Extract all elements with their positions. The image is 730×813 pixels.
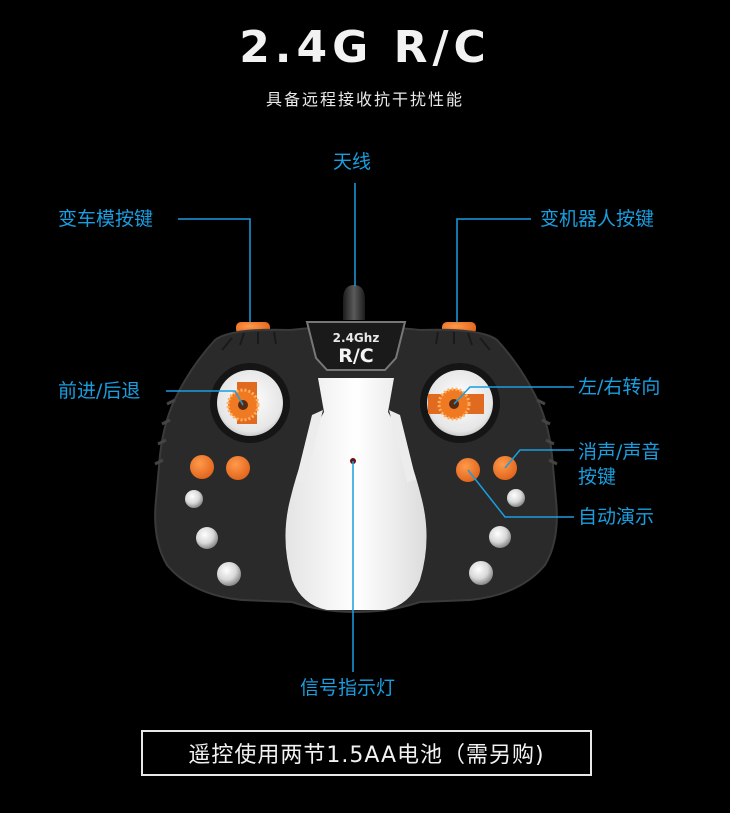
left-orange-button-2 [226,456,250,480]
callout-robot-mode-button: 变机器人按键 [540,208,655,230]
badge-top-text: 2.4Ghz [333,331,380,345]
left-joystick [210,363,290,443]
center-white-panel [285,378,427,610]
callout-lines [166,183,574,672]
battery-note-box: 遥控使用两节1.5AA电池（需另购) [141,730,592,776]
page-title: 2.4G R/C [239,22,491,73]
antenna-icon [343,285,365,320]
badge-bottom-text: R/C [338,345,374,367]
callout-left-right-steering: 左/右转向 [578,376,661,398]
battery-note-text: 遥控使用两节1.5AA电池（需另购) [188,743,545,768]
callout-mute-sound-line2: 按键 [578,466,617,488]
left-orange-button-1 [190,455,214,479]
callout-car-mode-button: 变车模按键 [58,208,154,230]
page-subtitle: 具备远程接收抗干扰性能 [265,90,464,109]
callout-forward-backward: 前进/后退 [58,380,141,402]
callout-signal-light: 信号指示灯 [300,677,396,699]
callout-auto-demo: 自动演示 [578,506,655,528]
rc-badge: 2.4Ghz R/C [305,321,407,371]
callout-mute-sound-line1: 消声/声音 [578,441,661,463]
callout-antenna: 天线 [333,151,372,173]
right-joystick [420,363,500,443]
